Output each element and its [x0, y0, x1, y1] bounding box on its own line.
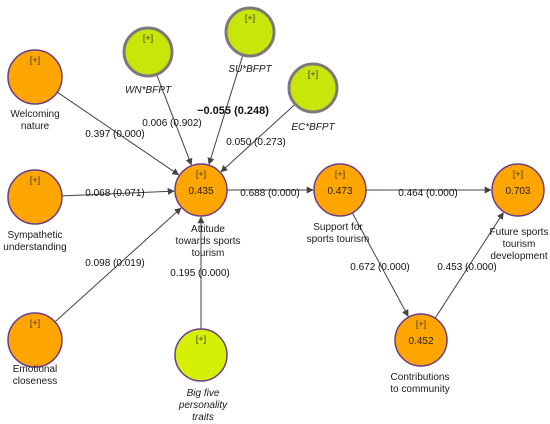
- path-coefficient-emotional-attitude: 0.098 (0.019): [85, 258, 145, 269]
- path-arrow-sympathetic-attitude: [61, 187, 175, 197]
- construct-label-line: towards sports: [175, 236, 240, 247]
- construct-label-line: Support for: [313, 222, 363, 233]
- path-arrow-emotional-attitude: [54, 207, 182, 323]
- construct-circle[interactable]: [174, 328, 228, 382]
- path-coefficient-bigfive-attitude: 0.195 (0.000): [170, 268, 230, 279]
- expand-toggle[interactable]: [+]: [30, 318, 40, 328]
- path-coefficient-wn-attitude: 0.006 (0.902): [142, 118, 202, 129]
- expand-toggle[interactable]: [+]: [513, 169, 523, 179]
- expand-toggle[interactable]: [+]: [416, 319, 426, 329]
- construct-label-line: tourism: [503, 239, 536, 250]
- construct-circle[interactable]: [174, 163, 228, 217]
- path-coefficient-ec-attitude: 0.050 (0.273): [226, 137, 286, 148]
- path-arrow-support-contributions: [351, 212, 409, 317]
- path-arrow-wn-attitude: [156, 74, 193, 166]
- construct-label-line: closeness: [13, 376, 57, 387]
- construct-circle[interactable]: [224, 6, 276, 58]
- path-arrow-ec-attitude: [220, 103, 296, 173]
- path-coefficient-su-attitude: −0.055 (0.248): [197, 105, 269, 117]
- path-arrow-contributions-future: [434, 212, 504, 319]
- expand-toggle[interactable]: [+]: [245, 13, 255, 23]
- path-arrow-welcoming-attitude: [57, 91, 180, 176]
- construct-wn-bfpt[interactable]: [+] WN*BFPT: [122, 26, 174, 96]
- edge-labels-layer: 0.397 (0.000)0.006 (0.902)−0.055 (0.248)…: [85, 105, 497, 279]
- construct-label-line: Contributions: [391, 372, 450, 383]
- edges-layer: [54, 54, 504, 329]
- r-squared-value: 0.473: [327, 186, 352, 197]
- path-coefficient-support-contributions: 0.672 (0.000): [350, 262, 410, 273]
- expand-toggle[interactable]: [+]: [196, 334, 206, 344]
- path-coefficient-support-future: 0.464 (0.000): [398, 188, 458, 199]
- construct-label-line: to community: [390, 384, 449, 395]
- r-squared-value: 0.703: [505, 186, 530, 197]
- construct-label-line: Welcoming: [10, 109, 59, 120]
- construct-su-bfpt[interactable]: [+] SU*BFPT: [224, 6, 276, 75]
- construct-circle[interactable]: [313, 163, 367, 217]
- construct-label-line: Future sports: [490, 227, 549, 238]
- construct-circle[interactable]: [287, 62, 339, 114]
- construct-label-line: development: [490, 251, 547, 262]
- construct-label-line: Attitude: [191, 224, 225, 235]
- path-coefficient-contributions-future: 0.453 (0.000): [437, 262, 497, 273]
- expand-toggle[interactable]: [+]: [30, 175, 40, 185]
- construct-label-line: Big five: [187, 388, 220, 399]
- expand-toggle[interactable]: [+]: [196, 169, 206, 179]
- construct-label-line: Sympathetic: [7, 230, 62, 241]
- construct-label-line: SU*BFPT: [228, 64, 272, 75]
- construct-label-line: personality: [178, 400, 228, 411]
- path-coefficient-welcoming-attitude: 0.397 (0.000): [85, 129, 145, 140]
- construct-label-line: WN*BFPT: [125, 85, 172, 96]
- construct-label-line: EC*BFPT: [291, 122, 335, 133]
- r-squared-value: 0.435: [188, 186, 213, 197]
- construct-label-line: Emotional: [13, 364, 57, 375]
- expand-toggle[interactable]: [+]: [308, 69, 318, 79]
- r-squared-value: 0.452: [408, 336, 433, 347]
- construct-label-line: tourism: [192, 248, 225, 259]
- path-coefficient-sympathetic-attitude: 0.068 (0.071): [85, 188, 145, 199]
- path-arrow-su-attitude: [207, 54, 244, 165]
- construct-circle[interactable]: [7, 169, 63, 225]
- expand-toggle[interactable]: [+]: [143, 33, 153, 43]
- construct-circle[interactable]: [491, 163, 545, 217]
- construct-ec-bfpt[interactable]: [+] EC*BFPT: [287, 62, 339, 133]
- construct-circle[interactable]: [7, 312, 63, 368]
- expand-toggle[interactable]: [+]: [30, 55, 40, 65]
- construct-circle[interactable]: [7, 49, 63, 105]
- construct-circle[interactable]: [394, 313, 448, 367]
- construct-label-line: sports tourism: [307, 234, 370, 245]
- construct-label-line: nature: [21, 121, 50, 132]
- expand-toggle[interactable]: [+]: [335, 169, 345, 179]
- construct-label-line: traits: [192, 412, 214, 423]
- path-coefficient-attitude-support: 0.688 (0.000): [240, 188, 300, 199]
- construct-label-line: understanding: [3, 242, 66, 253]
- construct-circle[interactable]: [122, 26, 174, 78]
